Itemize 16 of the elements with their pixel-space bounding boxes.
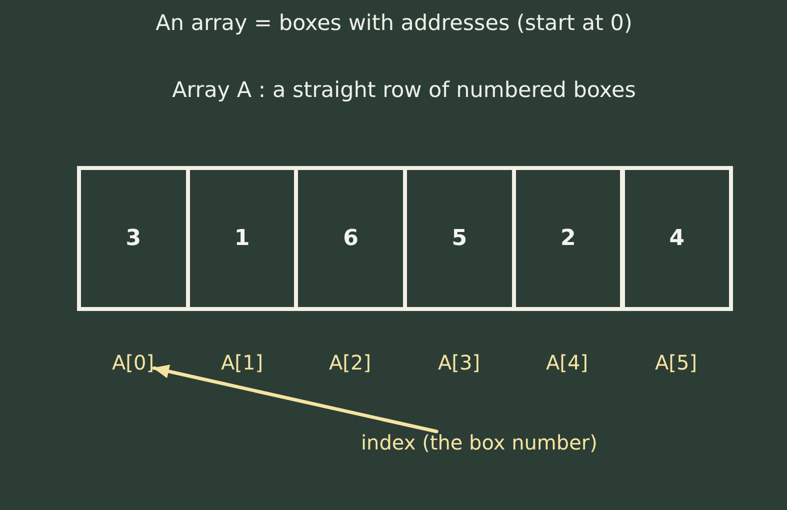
index-label: A[0] — [112, 352, 154, 374]
cell-value: 2 — [560, 226, 576, 252]
subtitle: Array A : a straight row of numbered boxes — [172, 78, 636, 104]
title: An array = boxes with addresses (start at 0) — [156, 11, 632, 37]
cell-value: 3 — [126, 226, 141, 252]
cell-value: 6 — [343, 226, 358, 252]
index-label: A[3] — [438, 352, 480, 374]
arrow — [152, 364, 438, 434]
index-label: A[2] — [329, 352, 371, 374]
cell-value: 4 — [669, 226, 684, 252]
cell-value: 5 — [452, 226, 468, 252]
annotation-text: index (the box number) — [361, 432, 598, 454]
index-label: A[4] — [546, 352, 588, 374]
index-label: A[1] — [221, 352, 263, 374]
index-label: A[5] — [655, 352, 697, 374]
cell-value: 1 — [234, 226, 250, 252]
